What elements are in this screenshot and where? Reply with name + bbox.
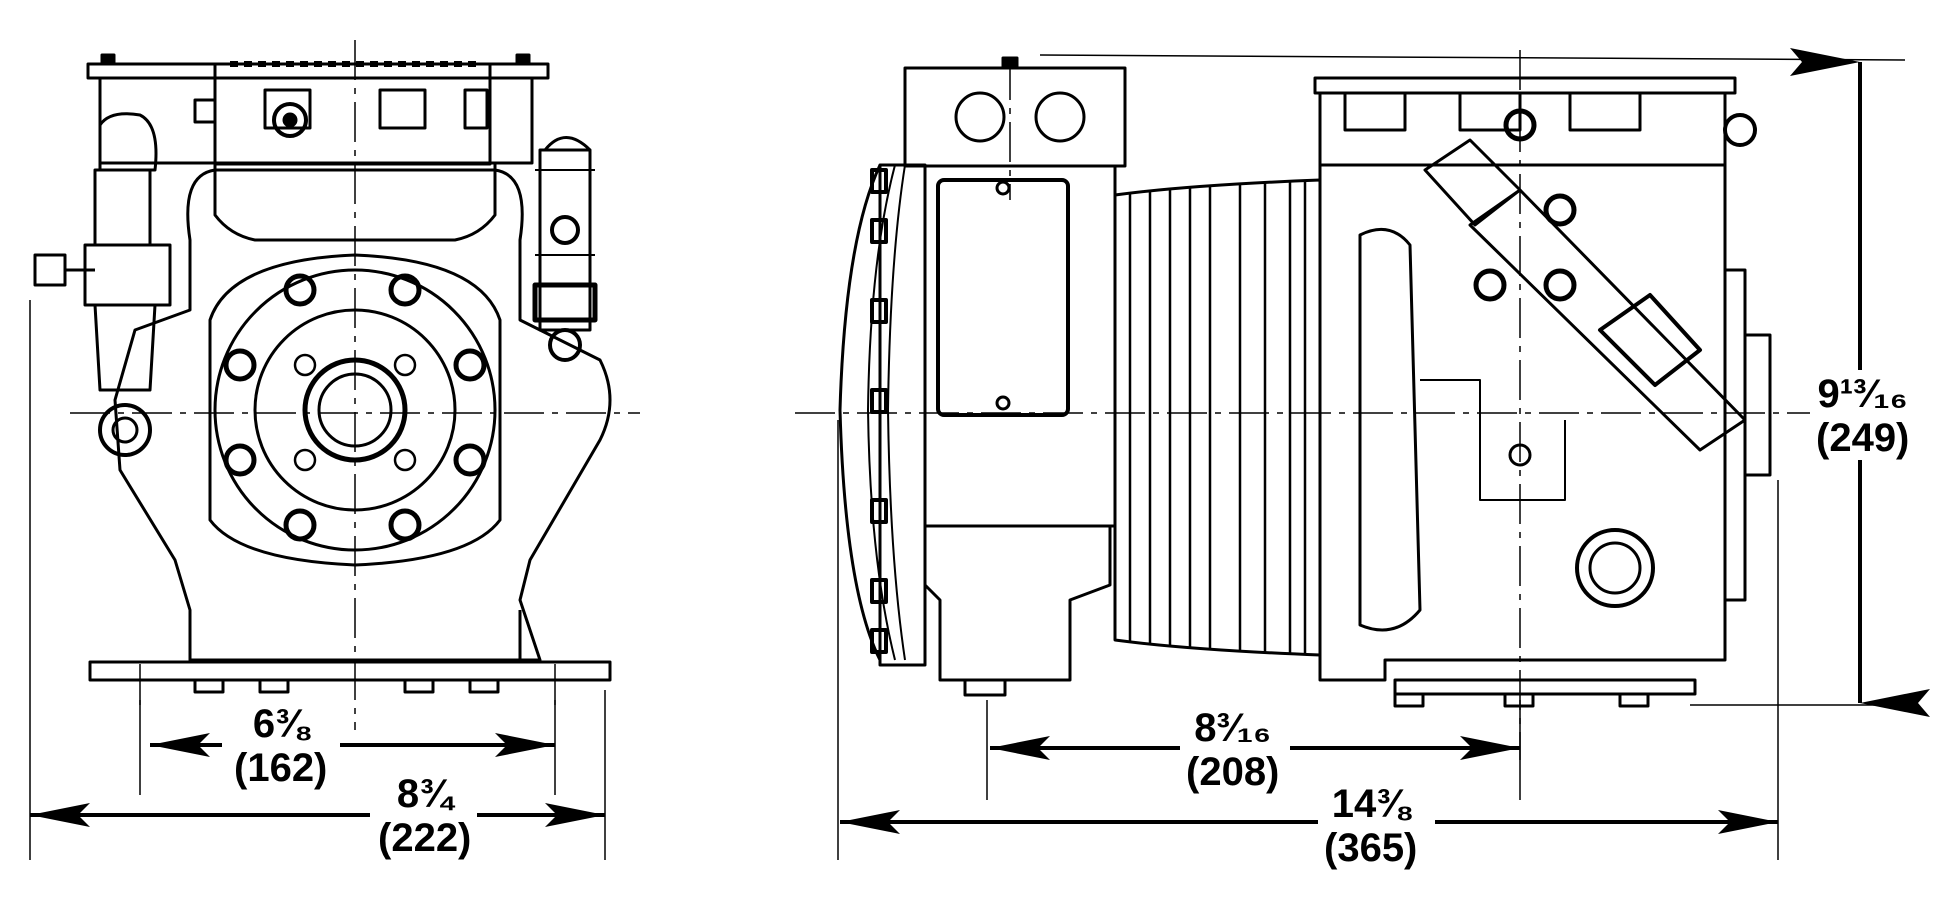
dim-overall-length-imperial: 14⅜: [1331, 782, 1410, 826]
side-dimensions: [837, 48, 1930, 860]
dim-label-overall-width: 8¾ (222): [372, 772, 478, 860]
side-motor-housing: [903, 56, 1127, 697]
front-body: [113, 168, 612, 662]
dim-base-width-metric: (162): [234, 746, 328, 790]
front-top-cover: [86, 53, 550, 166]
dim-overall-width-imperial: 8¾: [396, 772, 453, 816]
dim-label-mount-spacing: 8³⁄₁₆ (208): [1180, 706, 1286, 794]
dim-base-width-imperial: 6⅜: [252, 702, 309, 746]
dim-mount-spacing-metric: (208): [1186, 750, 1280, 794]
dim-overall-length-metric: (365): [1324, 826, 1418, 870]
front-centerlines: [70, 40, 640, 730]
front-right-valve: [532, 136, 598, 362]
dim-label-overall-height: 9¹³⁄₁₆ (249): [1810, 372, 1916, 460]
dim-overall-width-metric: (222): [378, 816, 472, 860]
front-dimensions: [29, 300, 606, 860]
front-view: [33, 40, 640, 730]
front-neck: [213, 163, 497, 242]
flange-bolts: [223, 273, 487, 542]
front-left-valve: [33, 112, 172, 457]
side-view: [795, 50, 1880, 760]
front-flange: [208, 253, 502, 567]
dim-label-base-width: 6⅜ (162): [228, 702, 334, 790]
dim-label-overall-length: 14⅜ (365): [1318, 782, 1424, 870]
side-motor-end: [838, 163, 927, 667]
side-compressor-body: [1313, 76, 1772, 708]
front-base: [88, 660, 612, 705]
dim-overall-height-metric: (249): [1816, 416, 1910, 460]
dim-overall-height-imperial: 9¹³⁄₁₆: [1817, 372, 1908, 416]
side-discharge-valve: [1423, 138, 1747, 467]
dim-mount-spacing-imperial: 8³⁄₁₆: [1194, 706, 1272, 750]
side-stator: [1113, 178, 1322, 657]
